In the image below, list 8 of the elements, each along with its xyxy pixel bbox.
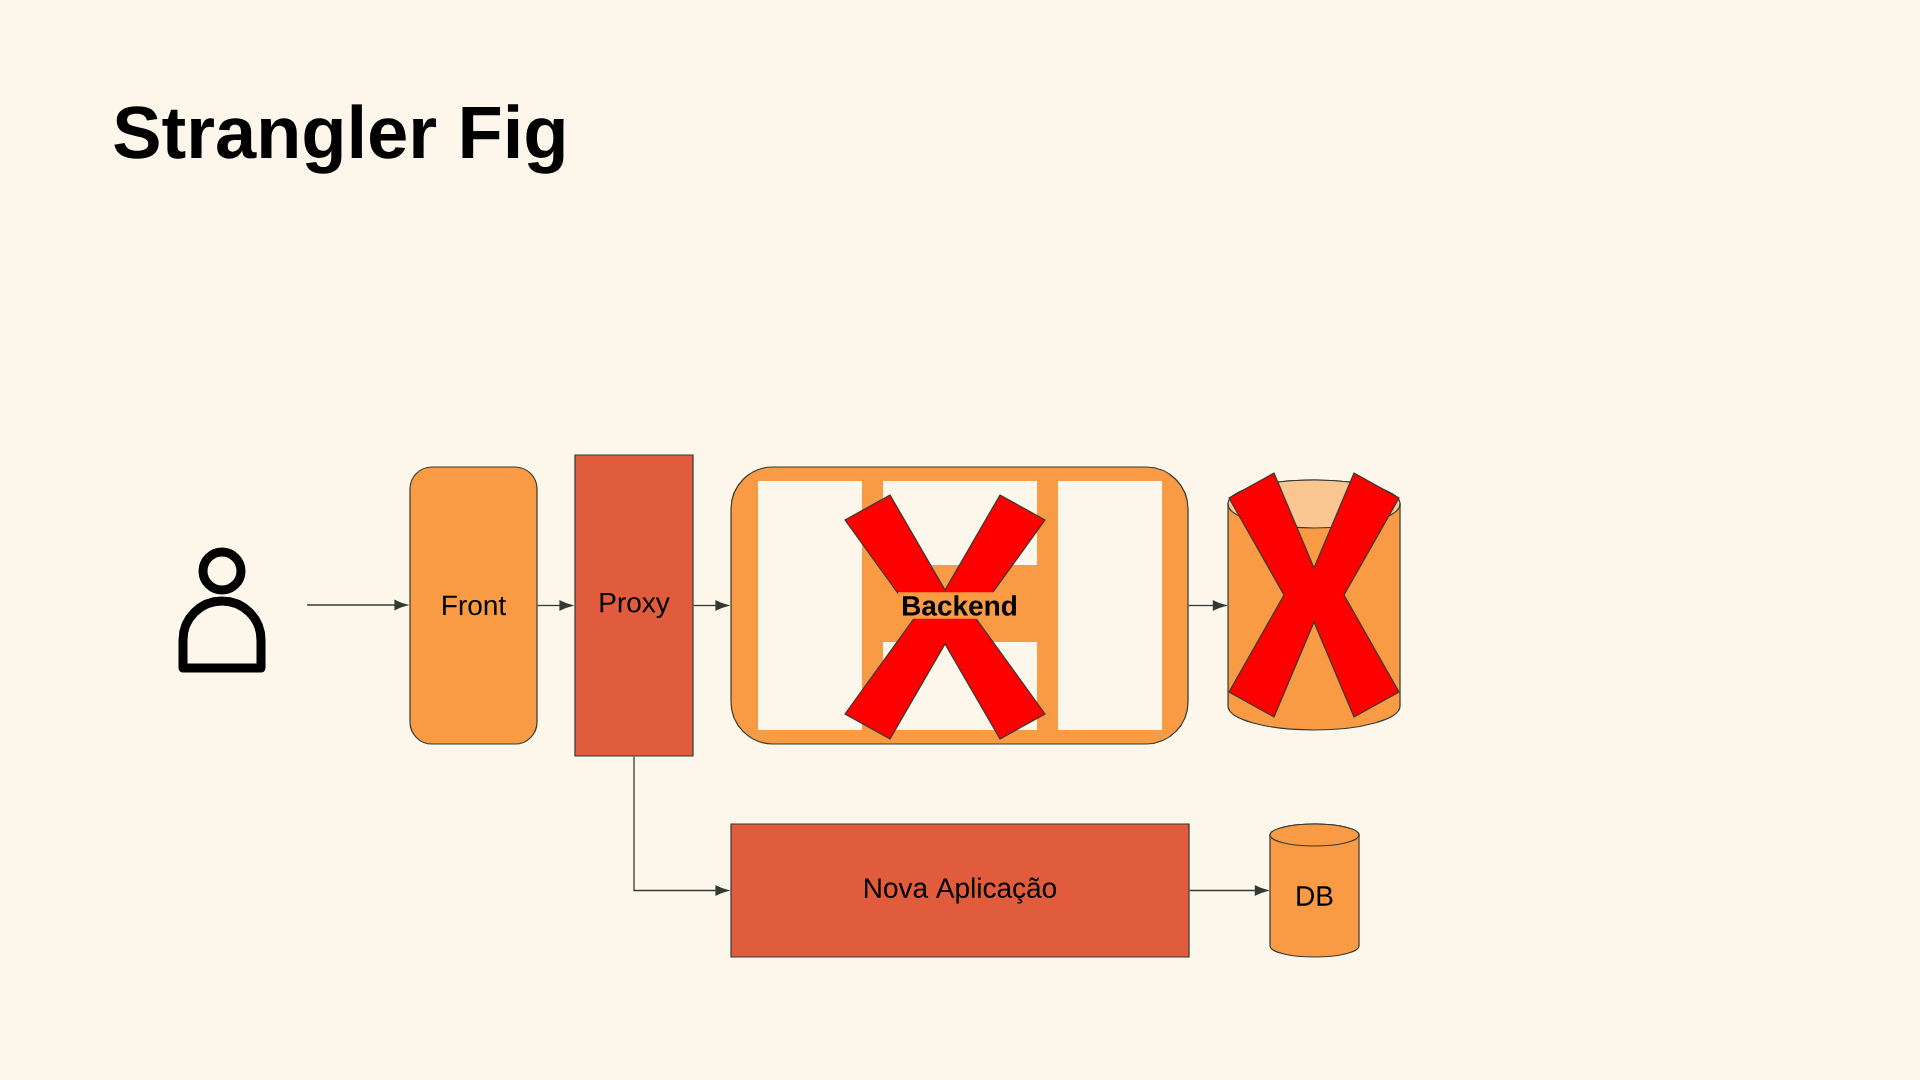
database-cylinder: DB [1269,823,1360,958]
person-icon [178,547,266,673]
database-cylinder [1227,472,1401,731]
process-box: Proxy [574,454,694,757]
title: Strangler Fig [114,104,564,174]
service-box: Backend [730,466,1189,745]
process-box: Front [409,466,538,745]
process-box: Nova Aplicação [730,823,1190,958]
